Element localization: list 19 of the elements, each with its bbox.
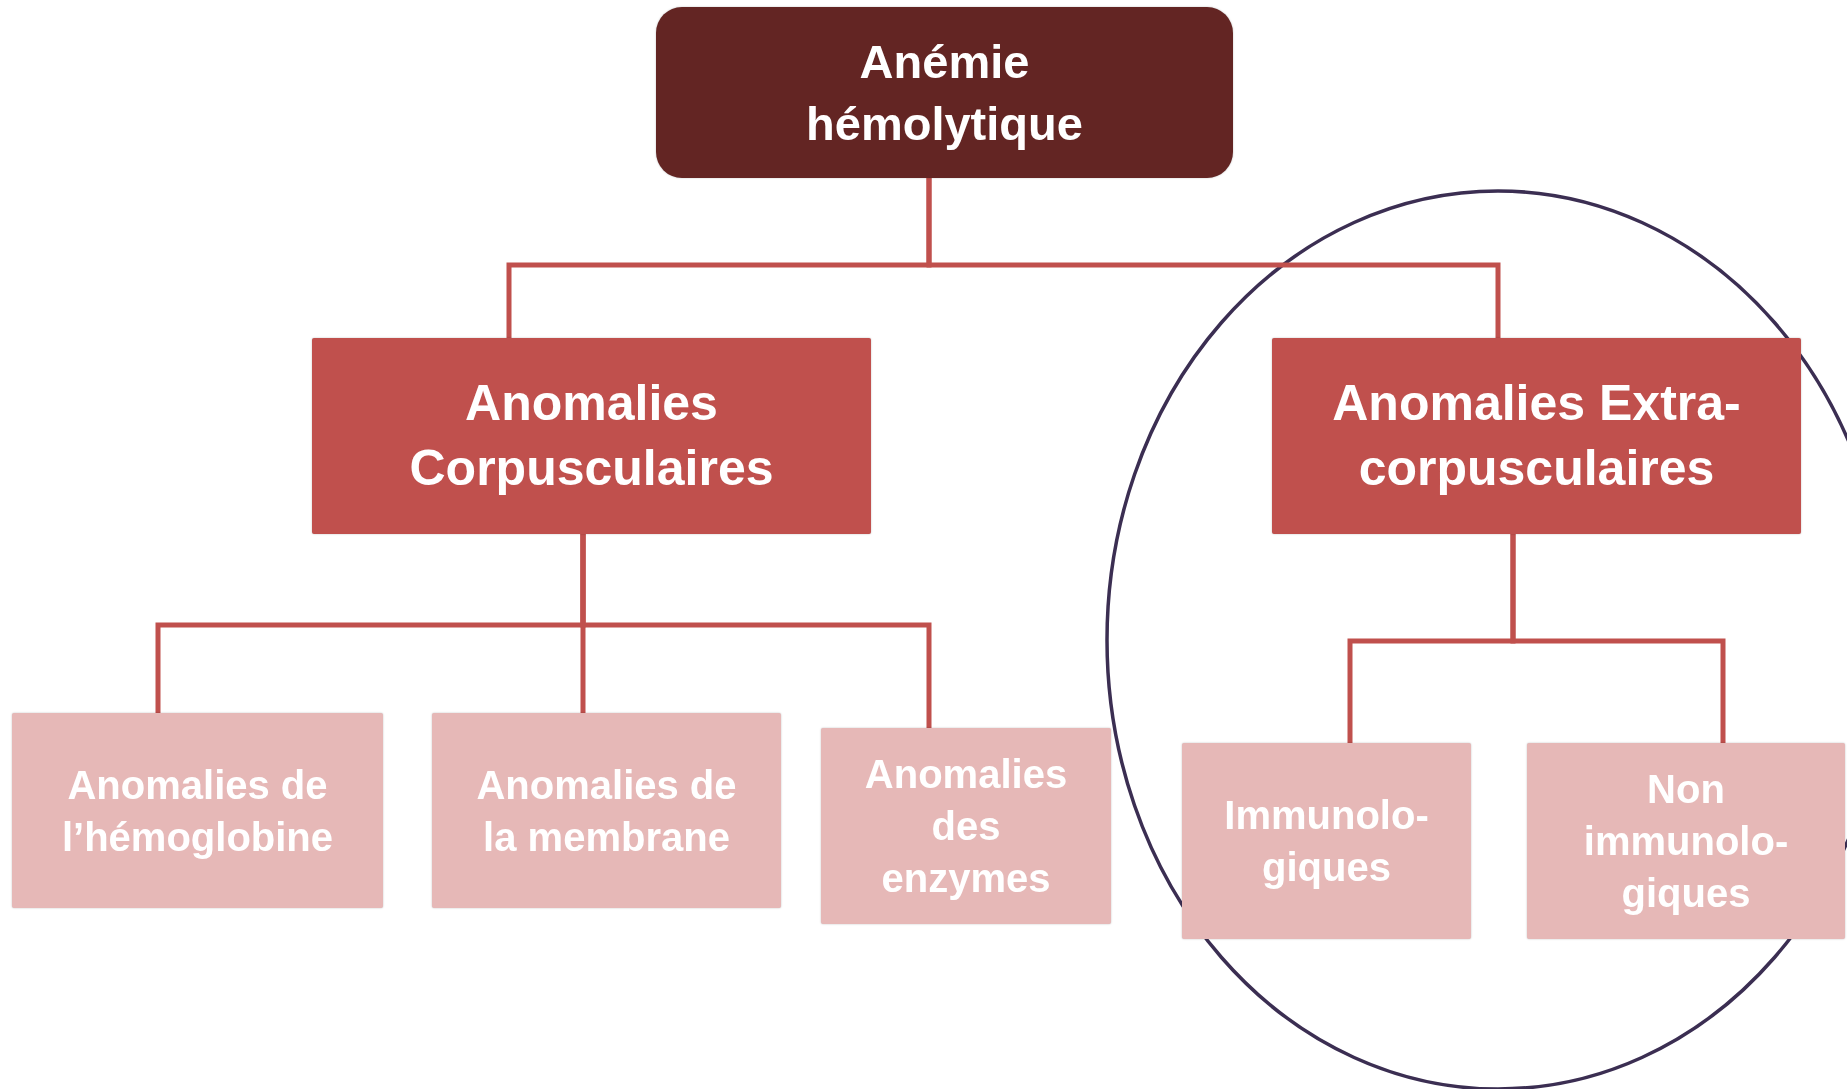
node-label: Anémie hémolytique xyxy=(805,34,1084,152)
category-box xyxy=(1272,338,1801,534)
node-label: Non immunolo- giques xyxy=(1582,766,1790,917)
category-box xyxy=(312,338,871,534)
connector-line xyxy=(1510,534,1726,743)
node-label: Anomalies Extra-corpusculaires xyxy=(1331,374,1742,498)
node-label: Anomalies des enzymes xyxy=(863,751,1069,902)
subcategory-box xyxy=(1527,743,1845,939)
subcategory-box xyxy=(12,713,383,908)
connector-line xyxy=(926,178,1501,338)
node-label: Anomalies de la membrane xyxy=(475,761,738,861)
node-label: Anomalies Corpusculaires xyxy=(408,374,775,498)
subcategory-box xyxy=(1182,743,1471,939)
root-box xyxy=(656,7,1233,178)
subcategory-box xyxy=(432,713,781,908)
subcategory-box xyxy=(821,728,1111,924)
node-label: Immunolo- giques xyxy=(1223,792,1430,891)
node-label: Anomalies de l’hémoglobine xyxy=(60,761,335,861)
connector-line xyxy=(580,534,932,728)
